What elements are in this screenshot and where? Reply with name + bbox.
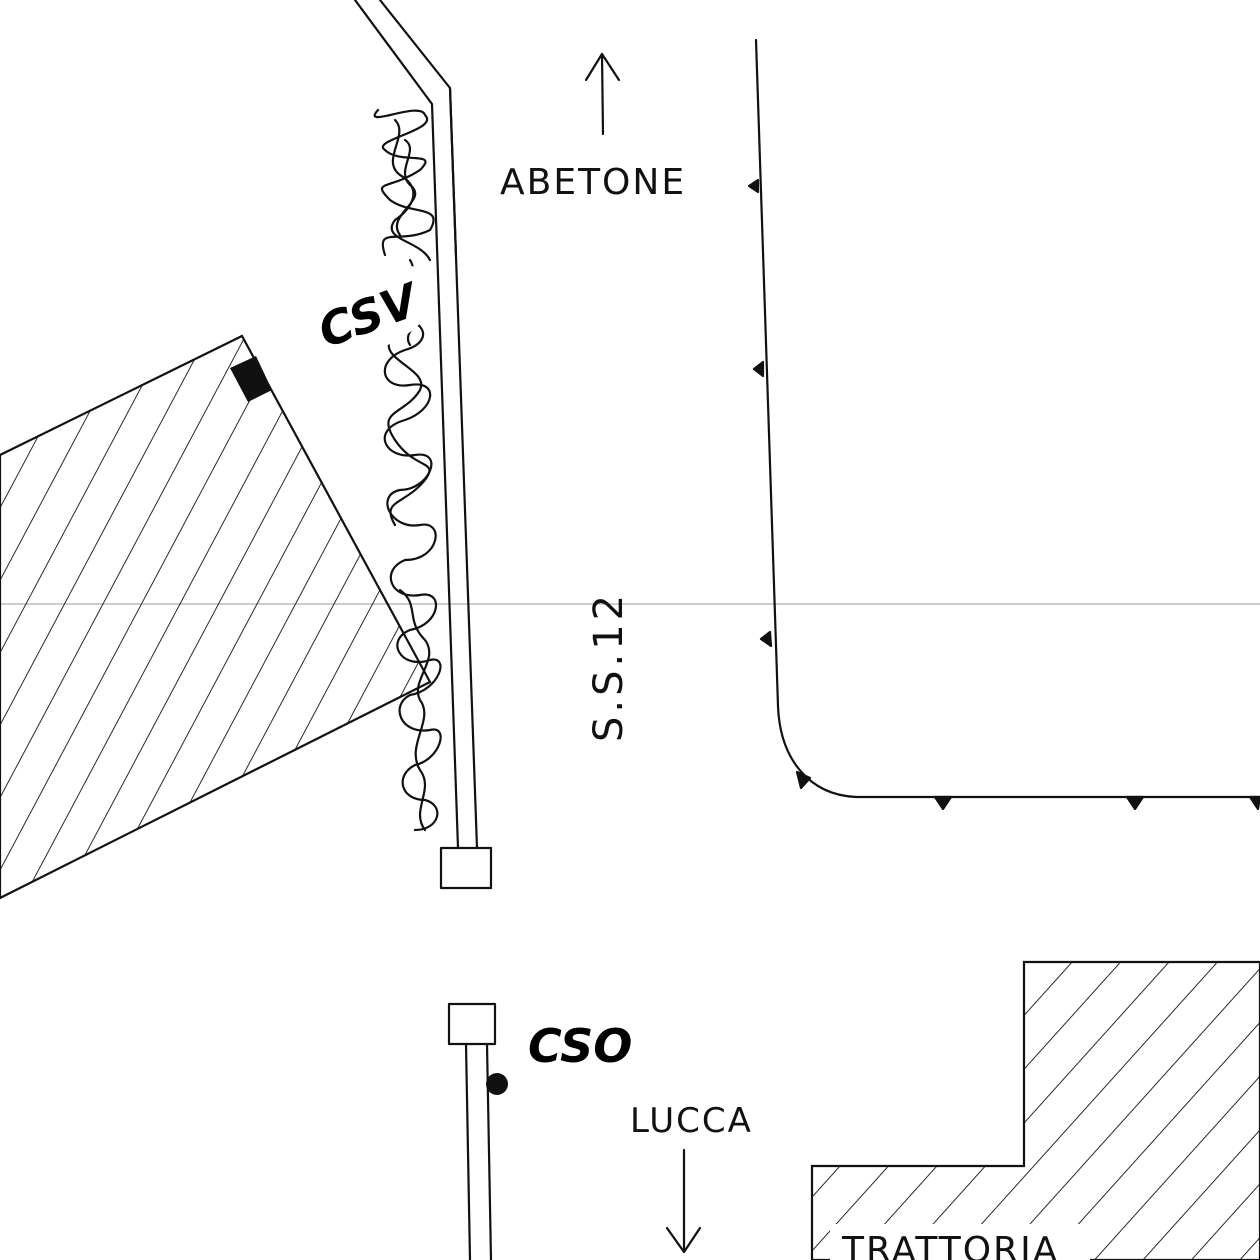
left-building (0, 334, 432, 900)
arrow-up-icon (584, 52, 621, 136)
label-cso: CSO (528, 1019, 632, 1073)
label-lucca: LUCCA (630, 1101, 753, 1141)
hedge (373, 108, 442, 832)
left-road-edge (353, 0, 497, 1260)
pillar-south (447, 1002, 497, 1046)
label-road: S.S.12 (586, 591, 632, 742)
trattoria-building (810, 960, 1260, 1260)
building-marker (230, 356, 272, 402)
label-trattoria: TRATTORIA (841, 1230, 1059, 1260)
pillar-north (439, 846, 493, 890)
camera-point (486, 1073, 508, 1095)
label-abetone: ABETONE (500, 162, 686, 203)
trattoria-label-bg (830, 1224, 1090, 1260)
arrow-down-icon (665, 1148, 702, 1254)
right-road-edge (747, 38, 1260, 811)
